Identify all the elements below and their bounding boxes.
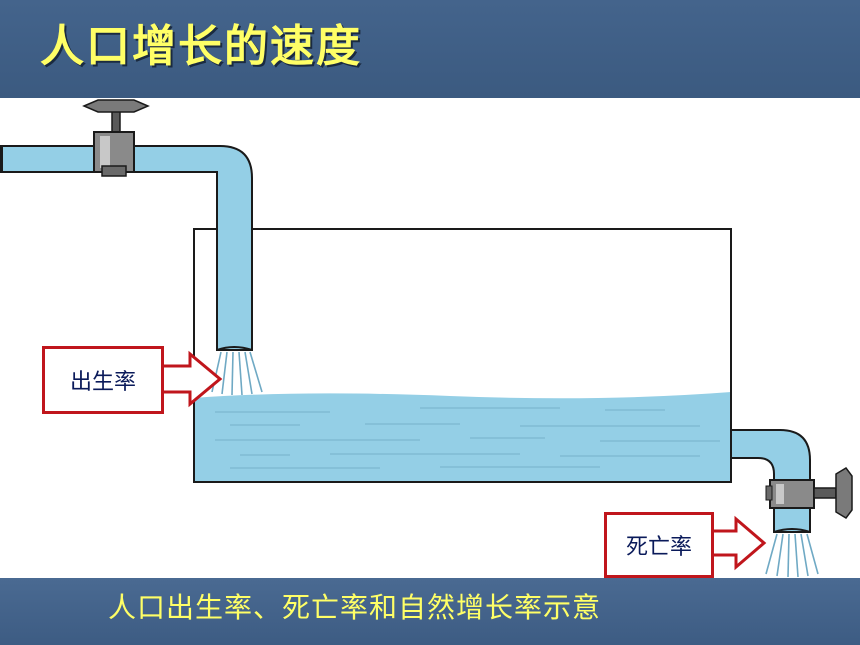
inlet-pipe [0,145,253,351]
death-rate-text: 死亡率 [625,535,692,560]
tank-water [194,392,731,482]
diagram-panel [0,98,860,578]
inlet-spray [211,351,263,396]
inlet-faucet-icon [82,99,150,177]
outlet-faucet-icon [765,467,853,519]
death-arrow [708,515,767,571]
slide-header: 人口增长的速度 [0,0,860,98]
birth-rate-text: 出生率 [69,370,136,395]
outlet-spray [765,533,819,578]
slide-title: 人口增长的速度 [40,21,362,72]
birth-arrow [158,350,223,408]
death-rate-label: 死亡率 [604,512,714,578]
birth-rate-label: 出生率 [42,346,164,414]
water-ripples [215,407,720,469]
slide-footer: 人口出生率、死亡率和自然增长率示意 [0,578,860,645]
diagram-caption: 人口出生率、死亡率和自然增长率示意 [108,591,602,624]
